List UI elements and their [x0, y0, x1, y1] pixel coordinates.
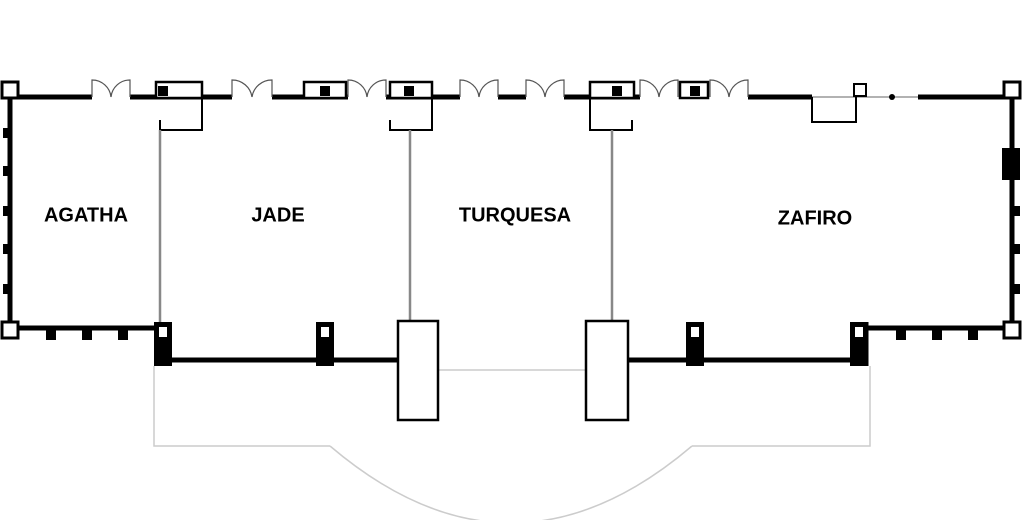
room-label-turquesa: TURQUESA: [459, 204, 571, 226]
room-label-zafiro: ZAFIRO: [778, 207, 852, 229]
partition-pockets: [159, 83, 895, 131]
right-wall: [1002, 90, 1020, 330]
room-label-jade: JADE: [251, 204, 304, 226]
bottom-wall: [155, 322, 869, 366]
left-wall: [3, 90, 13, 330]
movable-partitions: [158, 130, 614, 322]
bottom-left-wall: [18, 325, 158, 340]
room-label-agatha: AGATHA: [44, 204, 128, 226]
terrace-outline: [153, 366, 871, 520]
corner-columns: [0, 80, 1022, 340]
top-columns: [154, 80, 710, 100]
top-column-fills: [158, 86, 700, 96]
bottom-columns: [154, 322, 868, 366]
entrance-pillars: [396, 319, 630, 422]
top-doors: [91, 79, 749, 98]
bottom-right-wall: [866, 325, 1004, 340]
